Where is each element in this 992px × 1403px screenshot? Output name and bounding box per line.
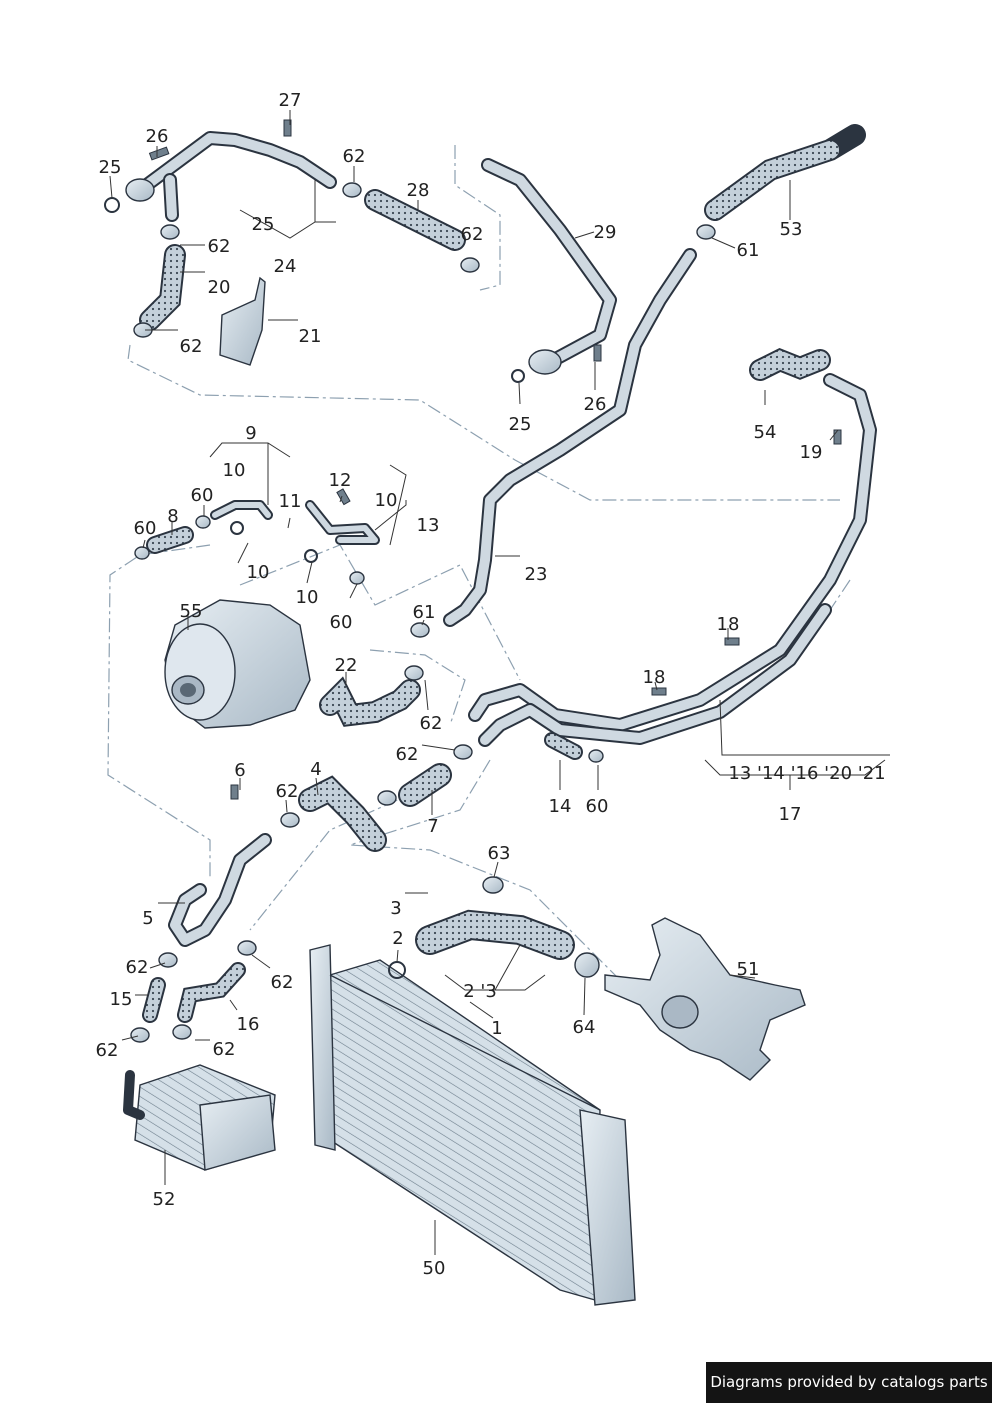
callout-label: 3 [390,898,401,919]
alternator-55 [164,599,311,729]
callout-label: 50 [423,1258,446,1279]
callout-label: 25 [252,214,275,235]
callout-label: 4 [310,759,321,780]
callout-label: 62 [126,957,149,978]
callout-label: 10 [247,562,270,583]
bolts [148,119,842,800]
callout-label: 55 [180,601,203,622]
callout-label: 25 [99,157,122,178]
callout-label: 18 [717,614,740,635]
callout-label: 13 [417,515,440,536]
callout-label: 2 '3 [463,981,497,1002]
callout-label: 12 [329,470,352,491]
heat-shield-21 [219,276,266,366]
hose-28-fill [366,191,464,249]
callout-label: 26 [146,126,169,147]
callout-label: 11 [279,491,302,512]
callout-label: 18 [643,667,666,688]
callout-label: 62 [271,972,294,993]
callout-label: 15 [110,989,133,1010]
callout-label: 25 [509,414,532,435]
pipe-13 [305,500,380,545]
callout-label: 19 [800,442,823,463]
callout-label: 16 [237,1014,260,1035]
coolant-pipe-assembly-17 [468,373,877,747]
callout-label: 53 [780,219,803,240]
coolant-pipe-5 [168,833,272,947]
callout-label: 54 [754,422,777,443]
callout-labels: 27 26 25 62 28 62 29 53 61 25 24 62 20 2… [96,90,886,1279]
callout-label: 13 '14 '16 '20 '21 [728,763,885,784]
callout-label: 62 [208,236,231,257]
radiator-50 [309,944,636,1306]
callout-label: 60 [134,518,157,539]
oil-cooler-52 [123,1064,276,1171]
callout-label: 23 [525,564,548,585]
callout-label: 8 [167,506,178,527]
callout-label: 62 [276,781,299,802]
callout-label: 62 [420,713,443,734]
credit-banner: Diagrams provided by catalogs parts [706,1362,992,1403]
callout-label: 62 [396,744,419,765]
callout-label: 61 [413,602,436,623]
callout-label: 22 [335,655,358,676]
callout-label: 20 [208,277,231,298]
callout-label: 64 [573,1017,596,1038]
callout-label: 60 [586,796,609,817]
coolant-pipe-23 [443,248,697,627]
callout-label: 21 [299,326,322,347]
callout-label: 62 [180,336,203,357]
callout-label: 63 [488,843,511,864]
callout-label: 5 [142,908,153,929]
callout-label: 62 [96,1040,119,1061]
callout-label: 17 [779,804,802,825]
callout-label: 7 [427,816,438,837]
callout-label: 52 [153,1189,176,1210]
callout-label: 62 [213,1039,236,1060]
leader-lines [109,110,890,1255]
coolant-pipe-29 [481,158,617,375]
callout-label: 10 [296,587,319,608]
callout-label: 62 [343,146,366,167]
callout-label: 62 [461,224,484,245]
callout-label: 27 [279,90,302,111]
callout-label: 26 [584,394,607,415]
callout-label: 14 [549,796,572,817]
coolant-pipe-25 [125,131,337,222]
callout-label: 60 [191,485,214,506]
callout-label: 51 [737,959,760,980]
callout-label: 61 [737,240,760,261]
callout-label: 9 [245,423,256,444]
callout-label: 29 [594,222,617,243]
callout-label: 10 [223,460,246,481]
thermostat-housing-51 [604,917,806,1081]
callout-label: 28 [407,180,430,201]
callout-label: 60 [330,612,353,633]
callout-label: 1 [491,1018,502,1039]
callout-label: 10 [375,490,398,511]
callout-label: 6 [234,760,245,781]
hose-clamps [130,182,716,1043]
callout-label: 2 [392,928,403,949]
callout-label: 24 [274,256,297,277]
